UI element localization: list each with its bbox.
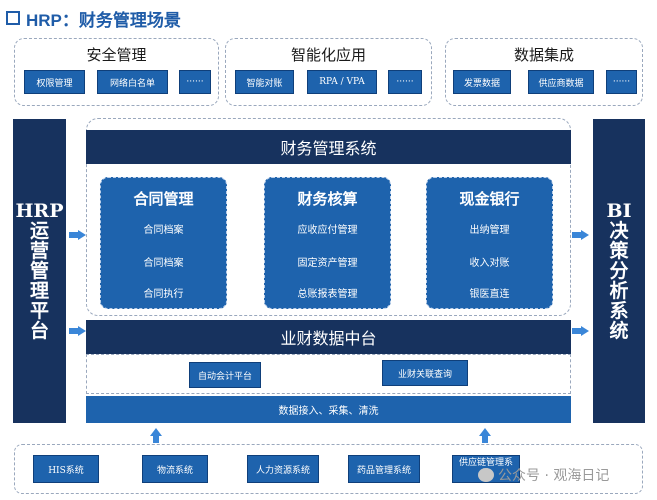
arrow-up-icon — [153, 435, 159, 443]
top-group-label: 数据集成 — [513, 46, 574, 64]
left-bar-char: 台 — [29, 320, 49, 342]
arrow-right-icon — [78, 230, 86, 240]
arrow-right-icon — [581, 230, 589, 240]
arrow-right-icon — [78, 326, 86, 336]
top-group-item: 权限管理 — [24, 70, 85, 94]
square-bullet-icon — [6, 11, 20, 25]
top-group-intelligent-apps: 智能化应用 智能对账 RPA / VPA ······ — [225, 38, 432, 106]
finance-system-header-text: 财务管理系统 — [280, 139, 377, 158]
module-item: 固定资产管理 — [297, 258, 358, 269]
module-item: 合同档案 — [143, 225, 184, 236]
top-group-item: 发票数据 — [453, 70, 511, 94]
module-item: 总账报表管理 — [297, 289, 358, 300]
top-group-item: RPA / VPA — [307, 70, 377, 94]
module-title: 财务核算 — [297, 190, 358, 208]
right-bar-latin: BI — [606, 200, 632, 222]
source-system-logistics: 物流系统 — [142, 455, 208, 483]
module-item: 合同档案 — [143, 258, 184, 269]
arrow-right-icon — [69, 328, 79, 334]
source-system-pharmacy: 药品管理系统 — [348, 455, 420, 483]
arrow-right-icon — [572, 328, 582, 334]
module-item: 合同执行 — [143, 289, 184, 300]
top-group-item: ······ — [179, 70, 211, 94]
data-center-header: 业财数据中台 — [86, 320, 571, 354]
source-system-his: HIS系统 — [33, 455, 99, 483]
left-bar-char: 营 — [29, 240, 49, 262]
arrow-up-icon — [479, 428, 491, 436]
left-bar-char: 管 — [29, 260, 49, 282]
module-financial-accounting: 财务核算 应收应付管理 固定资产管理 总账报表管理 — [264, 177, 391, 309]
arrow-right-icon — [69, 232, 79, 238]
page-title-text: HRP：财务管理场景 — [26, 11, 181, 30]
data-ingestion-bar: 数据接入、采集、清洗 — [86, 396, 571, 423]
left-bar-char: 理 — [29, 280, 49, 302]
right-bar-char: 统 — [609, 320, 629, 342]
module-contract-management: 合同管理 合同档案 合同档案 合同执行 — [100, 177, 227, 309]
top-group-data-integration: 数据集成 发票数据 供应商数据 ······ — [445, 38, 643, 106]
module-title: 现金银行 — [459, 190, 520, 208]
module-item: 银医直连 — [469, 289, 510, 300]
top-group-item: ······ — [606, 70, 637, 94]
data-center-body — [86, 354, 571, 394]
top-group-security: 安全管理 权限管理 网络白名单 ······ — [14, 38, 219, 106]
module-item: 收入对账 — [469, 258, 510, 269]
module-item: 应收应付管理 — [297, 225, 358, 236]
module-cash-bank: 现金银行 出纳管理 收入对账 银医直连 — [426, 177, 553, 309]
finance-system-header: 财务管理系统 — [86, 130, 571, 164]
module-title: 合同管理 — [133, 190, 194, 208]
data-center-header-text: 业财数据中台 — [280, 329, 377, 348]
top-group-item: 网络白名单 — [97, 70, 168, 94]
top-group-label: 智能化应用 — [290, 46, 366, 64]
arrow-right-icon — [581, 326, 589, 336]
top-group-item: ······ — [388, 70, 422, 94]
left-bar-char: 平 — [29, 300, 49, 322]
source-system-hr: 人力资源系统 — [247, 455, 319, 483]
top-group-item: 智能对账 — [235, 70, 294, 94]
source-systems-panel — [14, 444, 643, 494]
data-ingestion-text: 数据接入、采集、清洗 — [278, 406, 379, 417]
page-title: HRP：财务管理场景 — [6, 6, 181, 31]
right-bar-char: 系 — [609, 300, 629, 322]
left-bar-char: 运 — [29, 220, 49, 242]
left-bar-latin: HRP — [15, 200, 64, 222]
hrp-operation-platform: HRP 运 营 管 理 平 台 — [13, 119, 66, 423]
right-bar-char: 策 — [609, 240, 629, 262]
top-group-item: 供应商数据 — [528, 70, 594, 94]
wechat-icon — [478, 468, 494, 482]
watermark: 公众号 · 观海日记 — [478, 465, 609, 485]
arrow-up-icon — [482, 435, 488, 443]
data-center-item: 业财关联查询 — [382, 360, 468, 386]
arrow-up-icon — [150, 428, 162, 436]
right-bar-char: 决 — [609, 220, 629, 242]
arrow-right-icon — [572, 232, 582, 238]
bi-decision-analysis-system: BI 决 策 分 析 系 统 — [593, 119, 645, 423]
right-bar-char: 分 — [609, 260, 629, 282]
top-group-label: 安全管理 — [86, 46, 147, 64]
data-center-item: 自动会计平台 — [189, 362, 261, 388]
module-item: 出纳管理 — [469, 225, 510, 236]
watermark-text: 公众号 · 观海日记 — [498, 468, 610, 484]
right-bar-char: 析 — [609, 280, 629, 302]
